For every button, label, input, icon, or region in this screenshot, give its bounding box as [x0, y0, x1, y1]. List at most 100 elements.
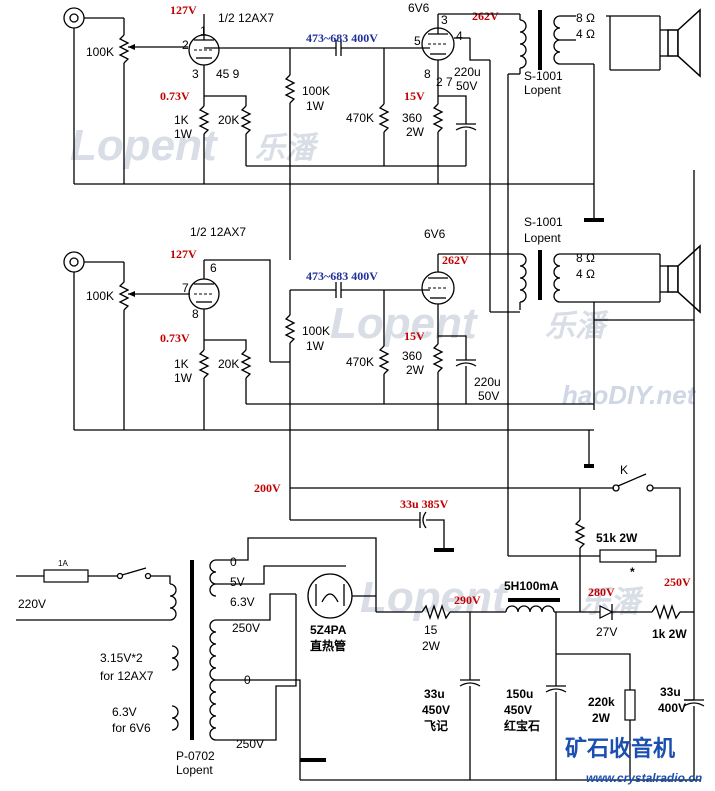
tube2-label-bottom: 6V6 — [424, 227, 446, 241]
heater1-for: for 12AX7 — [100, 669, 154, 683]
cap-33u-385 — [422, 511, 427, 529]
watermark-brand-top: Lopent — [70, 121, 219, 170]
coupling-cap-label-bottom: 473~683 400V — [306, 269, 378, 283]
zener-27v — [599, 605, 614, 619]
c1-label: 33u — [424, 687, 445, 701]
cath-cap-label-bottom: 220u — [474, 375, 501, 389]
fuse — [43, 569, 89, 583]
mains-voltage: 220V — [18, 597, 46, 611]
heater-winding-6v6 — [171, 705, 179, 731]
fuse-label: 1A — [58, 559, 68, 568]
pin-6: 6 — [210, 261, 217, 275]
sec-0: 0 — [230, 555, 237, 569]
heater-pins: 45 9 — [216, 67, 240, 81]
res15-w: 2W — [422, 639, 441, 653]
grid-res-bottom — [378, 345, 390, 375]
ot-model-bottom: S-1001 — [524, 215, 563, 229]
cathode-resistor-top — [198, 105, 210, 135]
pt-brand: Lopent — [176, 763, 213, 777]
ot-primary-bottom — [519, 253, 527, 303]
sec-63v: 6.3V — [230, 595, 255, 609]
v-280: 280V — [588, 585, 615, 599]
res-20k-label-top: 20K — [218, 113, 239, 127]
sec-250v-b: 250V — [236, 737, 264, 751]
bleeder-w: 2W — [592, 711, 611, 725]
watermark-brand-cn-top: 乐潘 — [255, 132, 319, 165]
res-20k-top — [240, 105, 252, 135]
v-cathode-12ax7-top: 0.73V — [160, 89, 190, 103]
pot-label-top: 100K — [86, 45, 114, 59]
cathode-resistor-bottom — [198, 349, 210, 379]
pot-label-bottom: 100K — [86, 289, 114, 303]
mains-switch — [116, 572, 124, 580]
cath-res-label-6v6-bottom: 360 — [402, 349, 422, 363]
speaker-bottom — [667, 265, 679, 293]
c2-label: 150u — [506, 687, 533, 701]
choke-label: 5H100mA — [504, 579, 559, 593]
res1k-label: 1k 2W — [652, 627, 687, 641]
coupling-cap-label-top: 473~683 400V — [306, 31, 378, 45]
input-jack-bottom — [63, 251, 85, 273]
ot-model-top: S-1001 — [524, 69, 563, 83]
cath-cap-6v6-top — [455, 126, 477, 131]
speaker-top — [667, 29, 679, 57]
cathode-res-w-top: 1W — [174, 127, 193, 141]
tube2-label-top: 6V6 — [408, 1, 430, 15]
v-cathode-12ax7-bottom: 0.73V — [160, 331, 190, 345]
pt-primary — [169, 583, 177, 621]
zener-label: 27V — [596, 625, 617, 639]
res-15-2w — [421, 603, 451, 621]
ot-secondary-top — [553, 15, 561, 65]
tap-8ohm-bottom: 8 Ω — [576, 251, 595, 265]
heater-winding-12ax7 — [171, 645, 179, 671]
pin-1: 1 — [200, 24, 207, 38]
power-supply: 200V 33u 385V K 51k 2W * 1A 22 — [16, 430, 705, 781]
pt-model: P-0702 — [176, 749, 215, 763]
c3-v: 400V — [658, 701, 686, 715]
rectifier-label: 5Z4PA — [310, 623, 347, 637]
cath-cap-label-top: 220u — [454, 65, 481, 79]
tube1-label-top: 1/2 12AX7 — [218, 11, 274, 25]
site-logo-text: 矿石收音机 — [565, 736, 675, 762]
bleeder-220k — [624, 689, 636, 721]
c2-v: 450V — [504, 703, 532, 717]
switch-k — [612, 484, 620, 492]
switch-k-label: K — [620, 463, 628, 477]
pin-6v6-3: 3 — [441, 13, 448, 27]
grid-res-top — [378, 103, 390, 133]
heater2-for: for 6V6 — [112, 721, 151, 735]
plate-resistor-top — [284, 74, 296, 104]
watermark-brand-bottom: Lopent — [360, 573, 509, 622]
pin-2: 2 — [182, 38, 189, 52]
cap-c1 — [459, 682, 481, 687]
cathode-res-label-top: 1K — [174, 113, 189, 127]
watermark-brand-cn-mid: 乐潘 — [545, 310, 609, 343]
bleeder-label: 220k — [588, 695, 615, 709]
pin-7: 7 — [182, 281, 189, 295]
grid-res-label-bottom: 470K — [346, 355, 374, 369]
ot-brand-bottom: Lopent — [524, 231, 561, 245]
top-channel: 100K 1/2 12AX7 127V 1 2 3 45 9 100K 1W 0… — [63, 1, 701, 260]
c1-v: 450V — [422, 703, 450, 717]
v-200: 200V — [254, 481, 281, 495]
tap-8ohm-top: 8 Ω — [576, 11, 595, 25]
cath-cap-v-top: 50V — [456, 79, 477, 93]
bottom-channel: 100K 1/2 12AX7 127V 6 7 8 100K 1W 0.73V … — [63, 215, 701, 520]
c2-brand: 红宝石 — [504, 718, 540, 733]
plate-res-label-top: 100K — [302, 84, 330, 98]
pin-3: 3 — [192, 67, 199, 81]
cathode-res-w-bottom: 1W — [174, 371, 193, 385]
c3-label: 33u — [660, 685, 681, 699]
ot-brand-top: Lopent — [524, 83, 561, 97]
v-290: 290V — [454, 593, 481, 607]
sec-250v-a: 250V — [232, 621, 260, 635]
pt-rect-heater — [209, 559, 217, 597]
cath-cap-v-bottom: 50V — [478, 389, 499, 403]
pin-6v6-4: 4 — [456, 29, 463, 43]
tap-4ohm-bottom: 4 Ω — [576, 267, 595, 281]
plate-res-w-top: 1W — [306, 99, 325, 113]
pin-6v6-27: 2 7 — [436, 75, 453, 89]
volume-pot-bottom — [118, 262, 130, 311]
v-cathode-6v6-bottom: 15V — [404, 329, 425, 343]
pin-6v6-8: 8 — [424, 67, 431, 81]
